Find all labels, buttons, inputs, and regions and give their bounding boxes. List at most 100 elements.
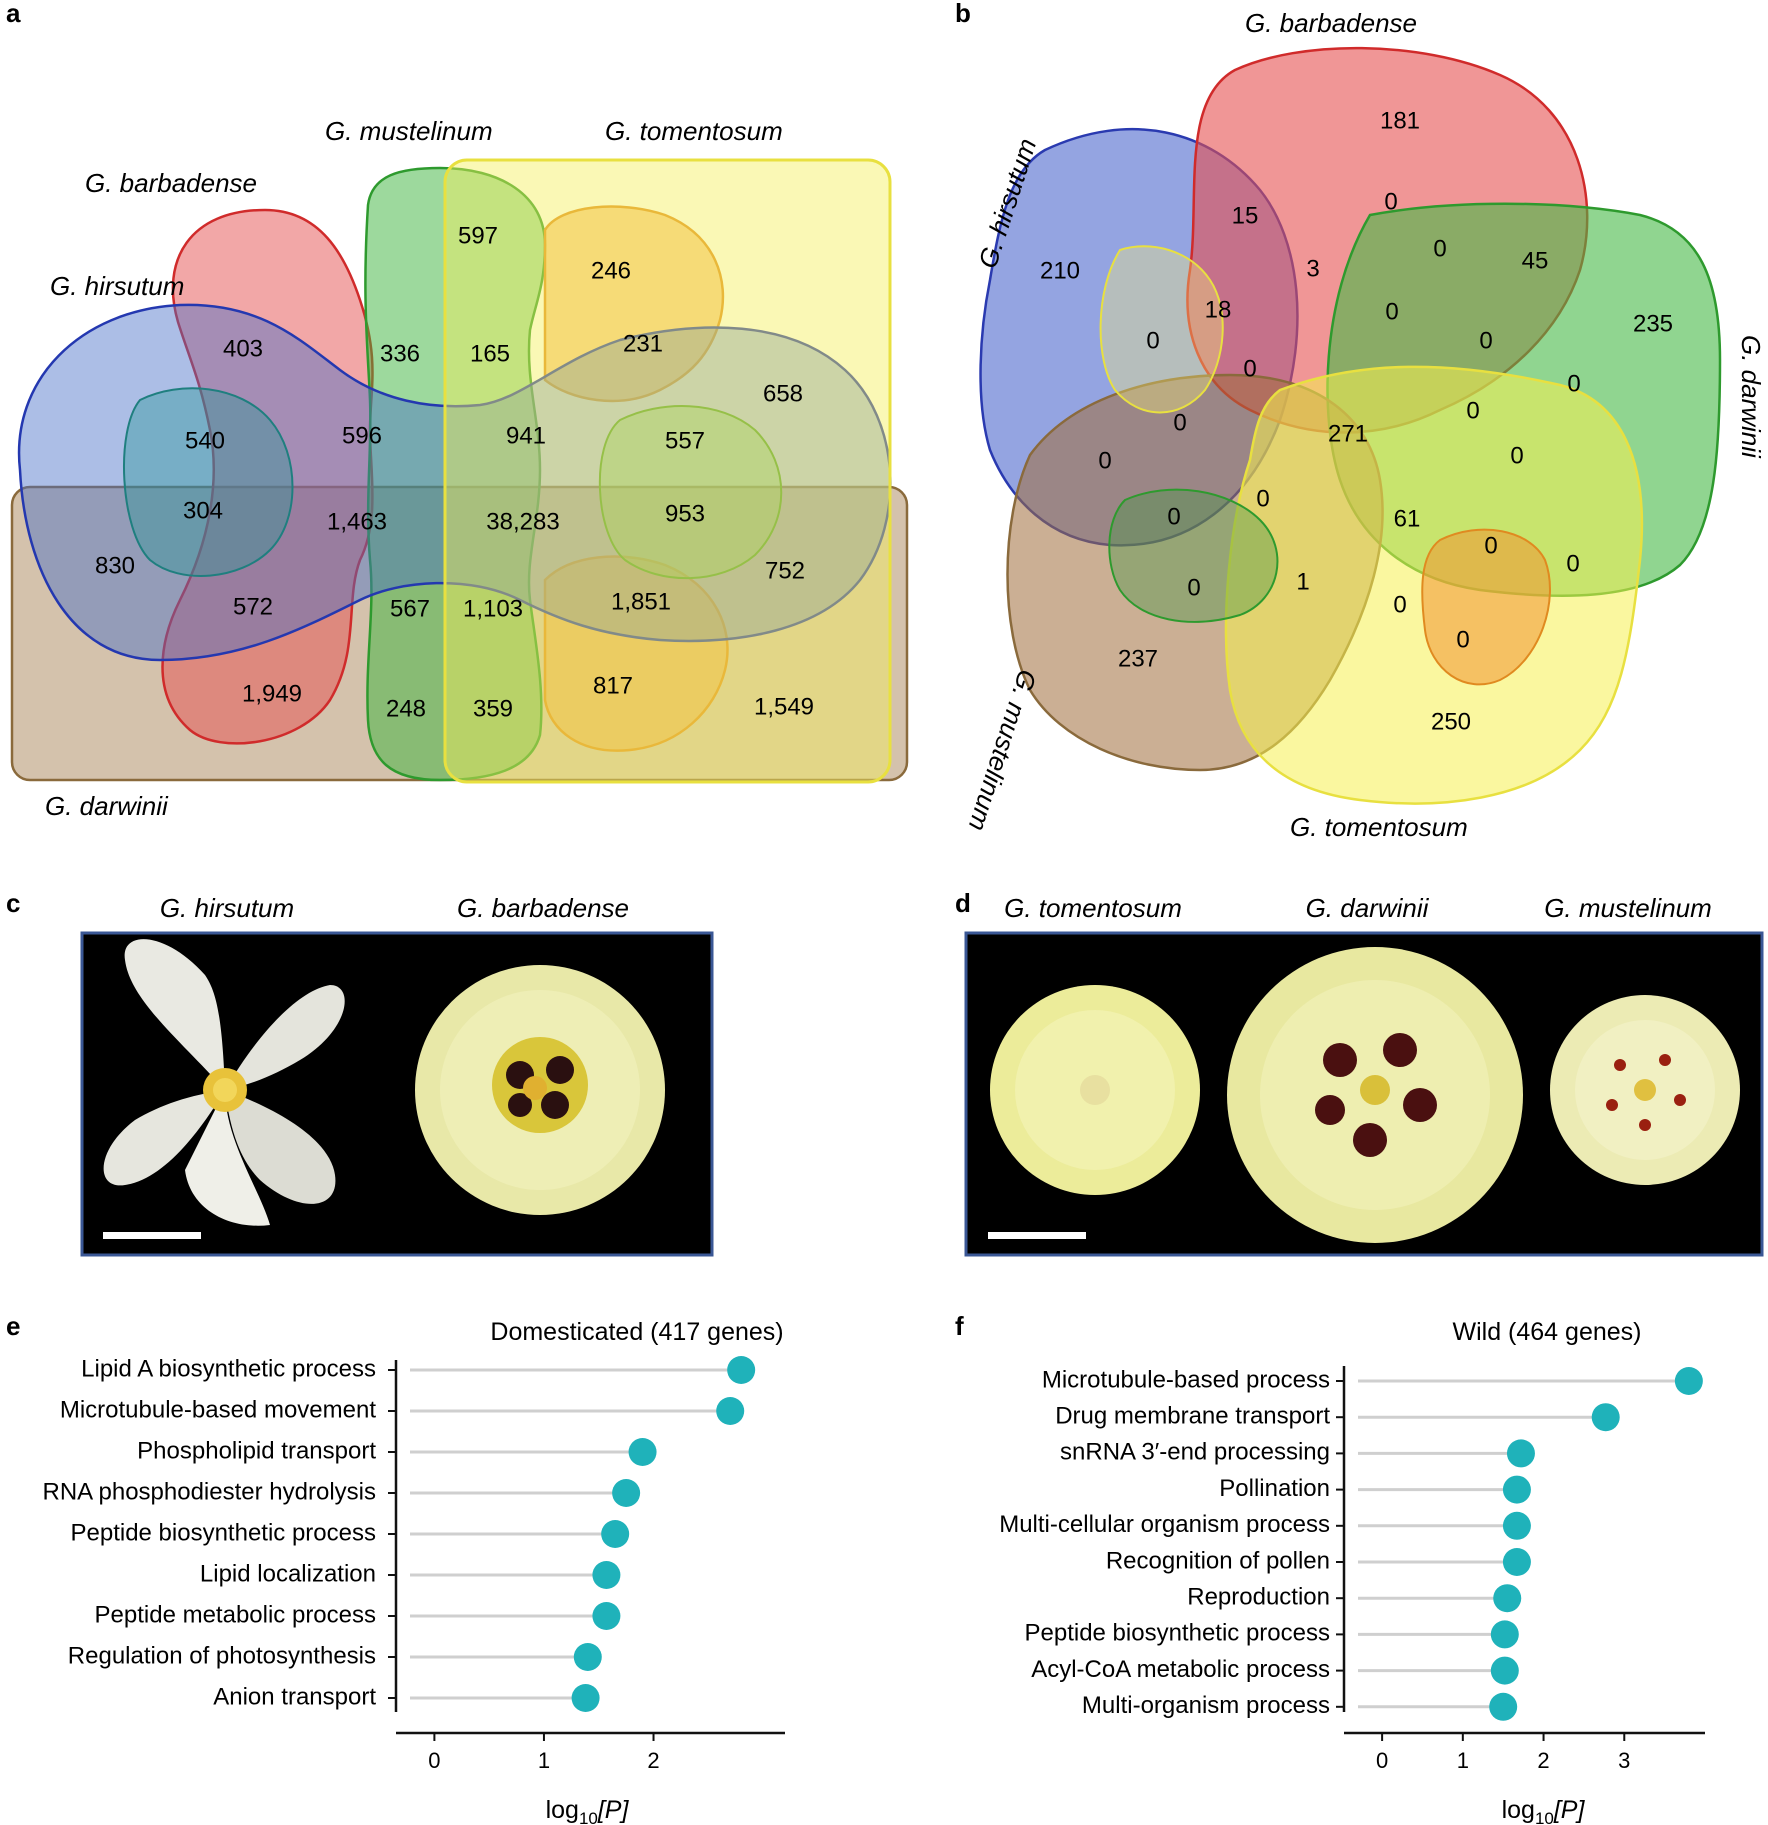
category-label: Phospholipid transport	[137, 1437, 376, 1464]
panel-letter-d: d	[955, 888, 971, 918]
chart-f-xlabel: log10[P]	[1502, 1796, 1586, 1825]
venn-a-label-darwinii: G. darwinii	[45, 791, 169, 821]
venn-a-count: 597	[458, 222, 498, 249]
venn-a-orange-bottom	[543, 555, 729, 752]
venn-b-count: 235	[1633, 310, 1673, 337]
lollipop-point	[601, 1520, 630, 1548]
category-label: Recognition of pollen	[1106, 1547, 1330, 1574]
venn-a-count: 246	[591, 257, 631, 284]
venn-a-count: 336	[380, 340, 420, 367]
venn-b-count: 0	[1384, 188, 1397, 215]
chart-f-xlabel-sub: 10	[1535, 1809, 1554, 1825]
category-label: Peptide biosynthetic process	[70, 1519, 376, 1546]
venn-b-count: 237	[1118, 645, 1158, 672]
venn-b-label-darwinii: G. darwinii	[1736, 335, 1766, 459]
venn-b-count: 0	[1510, 442, 1523, 469]
venn-b: G. barbadense G. hirsutum G. darwinii G.…	[962, 8, 1766, 842]
venn-b-count: 3	[1306, 255, 1319, 282]
panel-letter-b: b	[955, 0, 971, 28]
venn-a-count: 1,851	[611, 588, 671, 615]
venn-a-teal-left	[122, 387, 294, 577]
venn-a-count: 38,283	[486, 508, 559, 535]
white-flower-icon	[103, 939, 345, 1226]
venn-a-count: 231	[623, 330, 663, 357]
category-label: Peptide metabolic process	[95, 1601, 376, 1628]
venn-a-count: 557	[665, 427, 705, 454]
venn-a-count: 540	[185, 427, 225, 454]
category-label: Peptide biosynthetic process	[1024, 1620, 1330, 1647]
venn-a-tomentosum-set	[443, 158, 892, 784]
venn-b-count: 210	[1040, 257, 1080, 284]
lollipop-point	[1490, 1656, 1519, 1685]
lollipop-point	[592, 1561, 621, 1589]
lollipop-point	[1674, 1367, 1703, 1395]
venn-b-count: 181	[1380, 107, 1420, 134]
venn-a-label-barbadense: G. barbadense	[85, 168, 257, 198]
venn-a-count: 658	[763, 380, 803, 407]
category-label: Lipid A biosynthetic process	[81, 1355, 376, 1382]
chart-e-xlabel-sub: 10	[579, 1809, 598, 1825]
chart-f-xlabel-main: log	[1502, 1796, 1535, 1824]
cream-flower-red-spots-icon	[1550, 995, 1740, 1185]
lollipop-point	[1502, 1548, 1531, 1576]
x-tick-label: 2	[647, 1748, 659, 1773]
x-tick-label: 2	[1537, 1748, 1549, 1773]
venn-a-count: 941	[506, 422, 546, 449]
chart-e-xlabel: log10[P]	[546, 1796, 630, 1825]
venn-b-count: 18	[1205, 296, 1232, 323]
venn-b-label-mustelinum: G. mustelinum	[962, 666, 1042, 835]
category-label: Multi-cellular organism process	[999, 1511, 1330, 1538]
venn-a-count: 817	[593, 672, 633, 699]
panel-letter-e: e	[6, 1311, 20, 1341]
lollipop-point	[727, 1356, 756, 1384]
photo-d-label-darwinii: G. darwinii	[1306, 893, 1430, 923]
photo-c: G. hirsutum G. barbadense	[80, 893, 714, 1257]
lollipop-point	[1489, 1692, 1518, 1721]
category-label: Microtubule-based movement	[60, 1396, 376, 1423]
photo-c-label-barbadense: G. barbadense	[457, 893, 629, 923]
venn-a-count: 596	[342, 422, 382, 449]
venn-a-count: 830	[95, 552, 135, 579]
category-label: snRNA 3′-end processing	[1060, 1439, 1330, 1466]
lollipop-point	[1502, 1511, 1531, 1540]
category-label: Regulation of photosynthesis	[68, 1642, 376, 1669]
category-label: Pollination	[1219, 1475, 1330, 1502]
lollipop-point	[573, 1643, 602, 1671]
venn-b-count: 250	[1431, 708, 1471, 735]
scale-bar-c	[103, 1232, 201, 1239]
x-tick-label: 3	[1618, 1748, 1630, 1773]
photo-c-label-hirsutum: G. hirsutum	[160, 893, 294, 923]
panel-letter-c: c	[6, 888, 20, 918]
venn-b-count: 0	[1567, 370, 1580, 397]
category-label: RNA phosphodiester hydrolysis	[42, 1478, 376, 1505]
venn-b-count: 1	[1296, 568, 1309, 595]
pale-yellow-flower-icon	[990, 985, 1200, 1195]
venn-b-count: 0	[1187, 574, 1200, 601]
x-tick-label: 0	[1376, 1748, 1388, 1773]
venn-b-count: 0	[1433, 235, 1446, 262]
venn-b-count: 0	[1393, 591, 1406, 618]
lollipop-point	[1493, 1584, 1522, 1613]
lollipop-point	[612, 1479, 641, 1507]
venn-b-count: 61	[1394, 505, 1421, 532]
photo-d-label-mustelinum: G. mustelinum	[1544, 893, 1712, 923]
venn-b-count: 15	[1232, 202, 1259, 229]
venn-a-label-tomentosum: G. tomentosum	[605, 116, 783, 146]
venn-b-count: 0	[1173, 409, 1186, 436]
lollipop-point	[1490, 1620, 1519, 1649]
category-label: Anion transport	[213, 1683, 376, 1710]
x-tick-label: 1	[1457, 1748, 1469, 1773]
venn-b-label-barbadense: G. barbadense	[1245, 8, 1417, 38]
category-label: Multi-organism process	[1082, 1692, 1330, 1719]
chart-f: Wild (464 genes) log10[P] Microtubule-ba…	[999, 1318, 1705, 1825]
venn-b-count: 0	[1167, 503, 1180, 530]
chart-e: Domesticated (417 genes) log10[P] Lipid …	[42, 1318, 785, 1825]
lollipop-point	[592, 1602, 621, 1630]
venn-a-count: 1,103	[463, 595, 523, 622]
x-tick-label: 0	[428, 1748, 440, 1773]
venn-b-count: 0	[1456, 626, 1469, 653]
lollipop-point	[1502, 1475, 1531, 1504]
venn-b-count: 45	[1522, 247, 1549, 274]
venn-b-count: 0	[1484, 532, 1497, 559]
